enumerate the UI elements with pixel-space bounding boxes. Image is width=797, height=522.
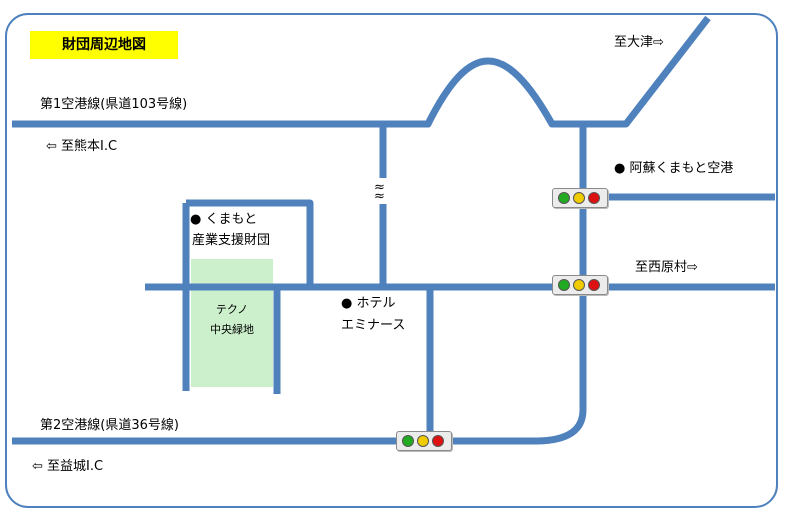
direction-nishihara: 至西原村⇨ [635, 260, 698, 275]
red-signal-icon [432, 435, 444, 447]
landmark-hotel-line2: エミナース [341, 318, 406, 333]
direction-otsu: 至大津⇨ [614, 35, 664, 50]
road-airport-line-2-and-north-south [12, 124, 587, 445]
park-area [191, 259, 273, 387]
direction-kumamoto-ic: ⇦ 至熊本I.C [46, 139, 118, 154]
green-signal-icon [558, 279, 570, 291]
landmark-foundation-line1: ● くまもと [190, 212, 258, 227]
traffic-light-airport [552, 188, 608, 208]
park-label-line2: 中央緑地 [210, 323, 254, 336]
traffic-light-nishihara [552, 275, 608, 295]
road-break-symbol: ≈≈ [374, 180, 385, 204]
airport-line-2-label: 第2空港線(県道36号線) [40, 418, 179, 433]
landmark-hotel-line1: ● ホテル [341, 296, 396, 311]
road-foundation-loop [186, 199, 314, 287]
yellow-signal-icon [573, 192, 585, 204]
green-signal-icon [558, 192, 570, 204]
yellow-signal-icon [573, 279, 585, 291]
park-label-line1: テクノ [215, 303, 249, 316]
road-airport-line-1 [12, 15, 711, 128]
yellow-signal-icon [417, 435, 429, 447]
landmark-foundation-line2: 産業支援財団 [192, 233, 271, 248]
green-signal-icon [402, 435, 414, 447]
red-signal-icon [588, 192, 600, 204]
landmark-airport: ● 阿蘇くまもと空港 [614, 161, 734, 176]
map-title: 財団周辺地図 [30, 31, 178, 59]
traffic-light-hotel [396, 431, 452, 451]
airport-line-1-label: 第1空港線(県道103号線) [40, 97, 188, 112]
direction-mashiki-ic: ⇦ 至益城I.C [32, 459, 104, 474]
red-signal-icon [588, 279, 600, 291]
